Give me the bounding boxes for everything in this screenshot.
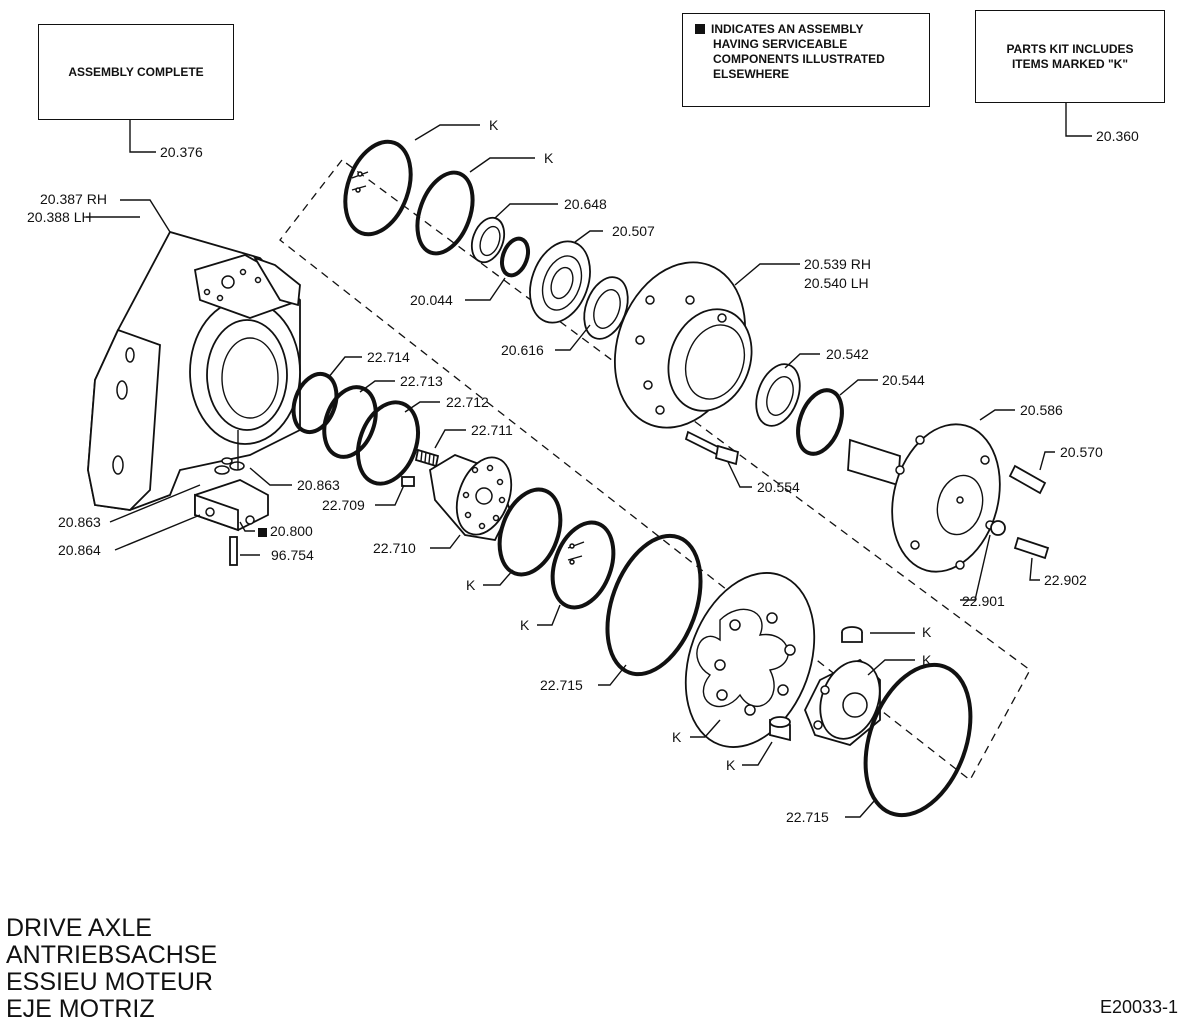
callout-20863-a: 20.863 (297, 477, 340, 493)
serviceable-note-box: INDICATES AN ASSEMBLY HAVING SERVICEABLE… (682, 13, 930, 107)
callout-20863-b: 20.863 (58, 514, 101, 530)
callout-20387: 20.387 RH (40, 191, 107, 207)
drawing-number: E20033-1 (1100, 997, 1179, 1017)
o-ring-22715a (605, 533, 703, 677)
assembly-complete-box: ASSEMBLY COMPLETE (38, 24, 234, 120)
callout-20044: 20.044 (410, 292, 453, 308)
callout-20540: 20.540 LH (804, 275, 869, 291)
callout-20616: 20.616 (501, 342, 544, 358)
callout-22709: 22.709 (322, 497, 365, 513)
callout-k-6: K (922, 652, 932, 668)
o-ring-22715b (863, 662, 973, 818)
callout-22710: 22.710 (373, 540, 416, 556)
wheel-hub (613, 261, 753, 429)
bearing-20507 (529, 240, 591, 324)
title-spanish: EJE MOTRIZ (6, 995, 155, 1023)
callout-20542: 20.542 (826, 346, 869, 362)
seal-20544 (796, 388, 844, 456)
manifold-block (194, 430, 269, 566)
inner-rotor (804, 658, 881, 746)
spring-22711 (414, 448, 440, 468)
callout-k-2: K (544, 150, 554, 166)
snap-ring-4 (550, 520, 616, 610)
pin-22709 (401, 476, 415, 487)
rotor-22710 (429, 454, 513, 541)
callout-k-8: K (726, 757, 736, 773)
leader-20360 (1065, 103, 1092, 137)
snap-ring-3 (497, 487, 563, 577)
callout-k-4: K (520, 617, 530, 633)
callout-20376: 20.376 (160, 144, 203, 160)
filled-square-icon (695, 24, 705, 34)
callout-22902: 22.902 (1044, 572, 1087, 588)
leader-20376 (129, 120, 156, 153)
callout-20360: 20.360 (1096, 128, 1139, 144)
callout-20507: 20.507 (612, 223, 655, 239)
parts-kit-box: PARTS KIT INCLUDES ITEMS MARKED "K" (975, 10, 1165, 103)
snap-ring-2 (415, 170, 475, 256)
bolt-20554 (684, 430, 740, 466)
stud-20570 (1008, 464, 1047, 495)
callout-20586: 20.586 (1020, 402, 1063, 418)
axle-housing (87, 230, 301, 511)
serviceable-square-icon (258, 528, 267, 537)
note-line-1: INDICATES AN ASSEMBLY (711, 22, 864, 36)
assembly-complete-text: ASSEMBLY COMPLETE (68, 64, 204, 79)
callout-20864: 20.864 (58, 542, 101, 558)
callout-k-1: K (489, 117, 499, 133)
cam-ring (684, 572, 816, 748)
bearing-20542 (755, 363, 801, 427)
kit-dashed-boundary (279, 159, 1031, 781)
title-english: DRIVE AXLE (6, 914, 152, 942)
note-line-3: COMPONENTS ILLUSTRATED (713, 52, 885, 66)
callout-20539: 20.539 RH (804, 256, 871, 272)
seal-20648 (470, 216, 506, 264)
callout-20570: 20.570 (1060, 444, 1103, 460)
callout-20554: 20.554 (757, 479, 800, 495)
o-ring-22712 (356, 400, 420, 486)
parts-kit-text: PARTS KIT INCLUDES ITEMS MARKED "K" (1006, 41, 1134, 71)
callout-22713: 22.713 (400, 373, 443, 389)
callout-20648: 20.648 (564, 196, 607, 212)
callout-20800-text: 20.800 (270, 523, 313, 539)
box-leaders (129, 103, 1092, 153)
callout-20800: 20.800 (258, 523, 313, 539)
ring-20044 (499, 236, 531, 278)
callout-22711: 22.711 (471, 422, 513, 438)
callout-20544: 20.544 (882, 372, 925, 388)
callout-22714: 22.714 (367, 349, 410, 365)
title-german: ANTRIEBSACHSE (6, 941, 218, 969)
callout-22712: 22.712 (446, 394, 489, 410)
plug-k (841, 626, 863, 643)
callout-k-5: K (922, 624, 932, 640)
note-line-4: ELSEWHERE (713, 67, 790, 81)
callout-22715-b: 22.715 (786, 809, 829, 825)
title-block: DRIVE AXLE ANTRIEBSACHSE ESSIEU MOTEUR E… (6, 915, 217, 1023)
callout-k-3: K (466, 577, 476, 593)
screw-22902 (1013, 536, 1050, 560)
nut-22901 (990, 520, 1006, 536)
axle-shaft-flange (847, 423, 1001, 573)
callout-22901: 22.901 (962, 593, 1005, 609)
callout-20388: 20.388 LH (27, 209, 92, 225)
o-ring-22713 (322, 385, 378, 459)
callout-22715-a: 22.715 (540, 677, 583, 693)
roller-k (769, 716, 791, 742)
callout-96754: 96.754 (271, 547, 314, 563)
note-line-2: HAVING SERVICEABLE (713, 37, 848, 51)
leader-20387 (120, 199, 171, 233)
callout-leaders (109, 124, 1055, 818)
snap-ring-1 (343, 139, 413, 237)
callout-k-7: K (672, 729, 682, 745)
title-french: ESSIEU MOTEUR (6, 968, 213, 996)
o-ring-22714 (291, 371, 339, 435)
